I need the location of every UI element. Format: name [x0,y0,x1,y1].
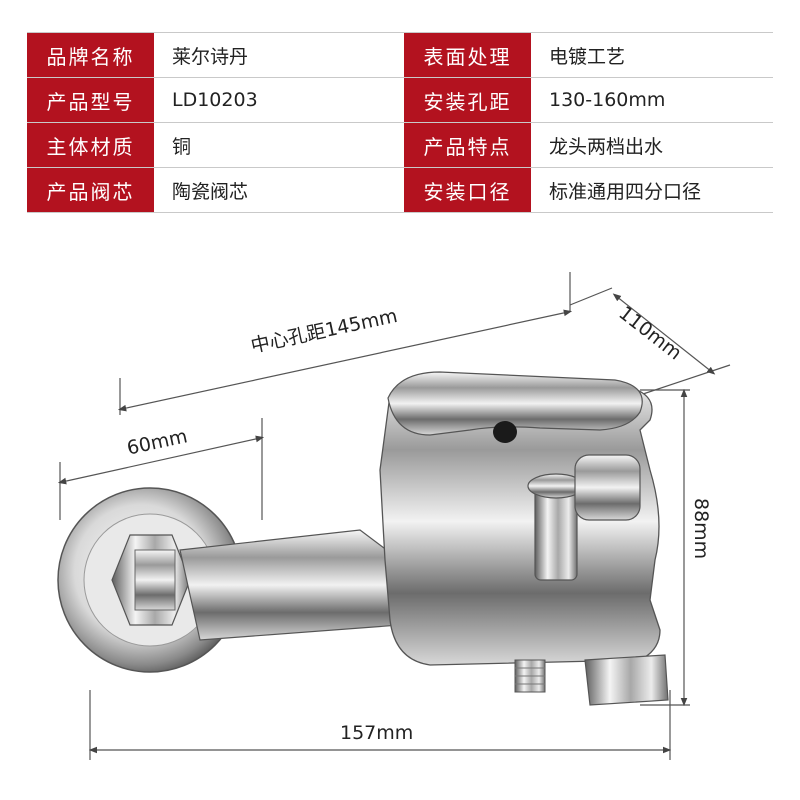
lever-handle [387,371,643,436]
spec-value: 铜 [172,135,192,158]
spec-row: 主体材质 铜 产品特点 龙头两档出水 [27,123,773,168]
spec-value: 陶瓷阀芯 [172,180,249,203]
spec-value: 电镀工艺 [549,45,626,68]
width-label: 157mm [340,722,414,744]
spec-label: 安装孔距 [404,78,531,122]
spec-label: 主体材质 [27,123,154,167]
connector-arm [179,529,401,641]
spec-value: 标准通用四分口径 [549,180,702,203]
diverter-knob [527,454,641,581]
spec-label: 品牌名称 [27,33,154,77]
spec-table: 品牌名称 莱尔诗丹 表面处理 电镀工艺 产品型号 LD10203 安装孔距 13… [27,32,773,213]
spec-label: 产品型号 [27,78,154,122]
spec-label: 安装口径 [404,168,531,212]
wall-flange [57,487,243,673]
spec-label: 表面处理 [404,33,531,77]
spec-row: 品牌名称 莱尔诗丹 表面处理 电镀工艺 [27,33,773,78]
handle-indicator [493,421,517,443]
bottom-outlets [514,654,669,706]
spec-value: 莱尔诗丹 [172,45,249,68]
spec-label: 产品阀芯 [27,168,154,212]
spec-label: 产品特点 [404,123,531,167]
spec-row: 产品阀芯 陶瓷阀芯 安装口径 标准通用四分口径 [27,168,773,213]
spec-value: 龙头两档出水 [549,135,664,158]
spec-row: 产品型号 LD10203 安装孔距 130-160mm [27,78,773,123]
dimension-lines [57,272,731,760]
spec-value: LD10203 [172,89,258,111]
height-label: 88mm [690,498,712,560]
spec-value: 130-160mm [549,89,666,111]
